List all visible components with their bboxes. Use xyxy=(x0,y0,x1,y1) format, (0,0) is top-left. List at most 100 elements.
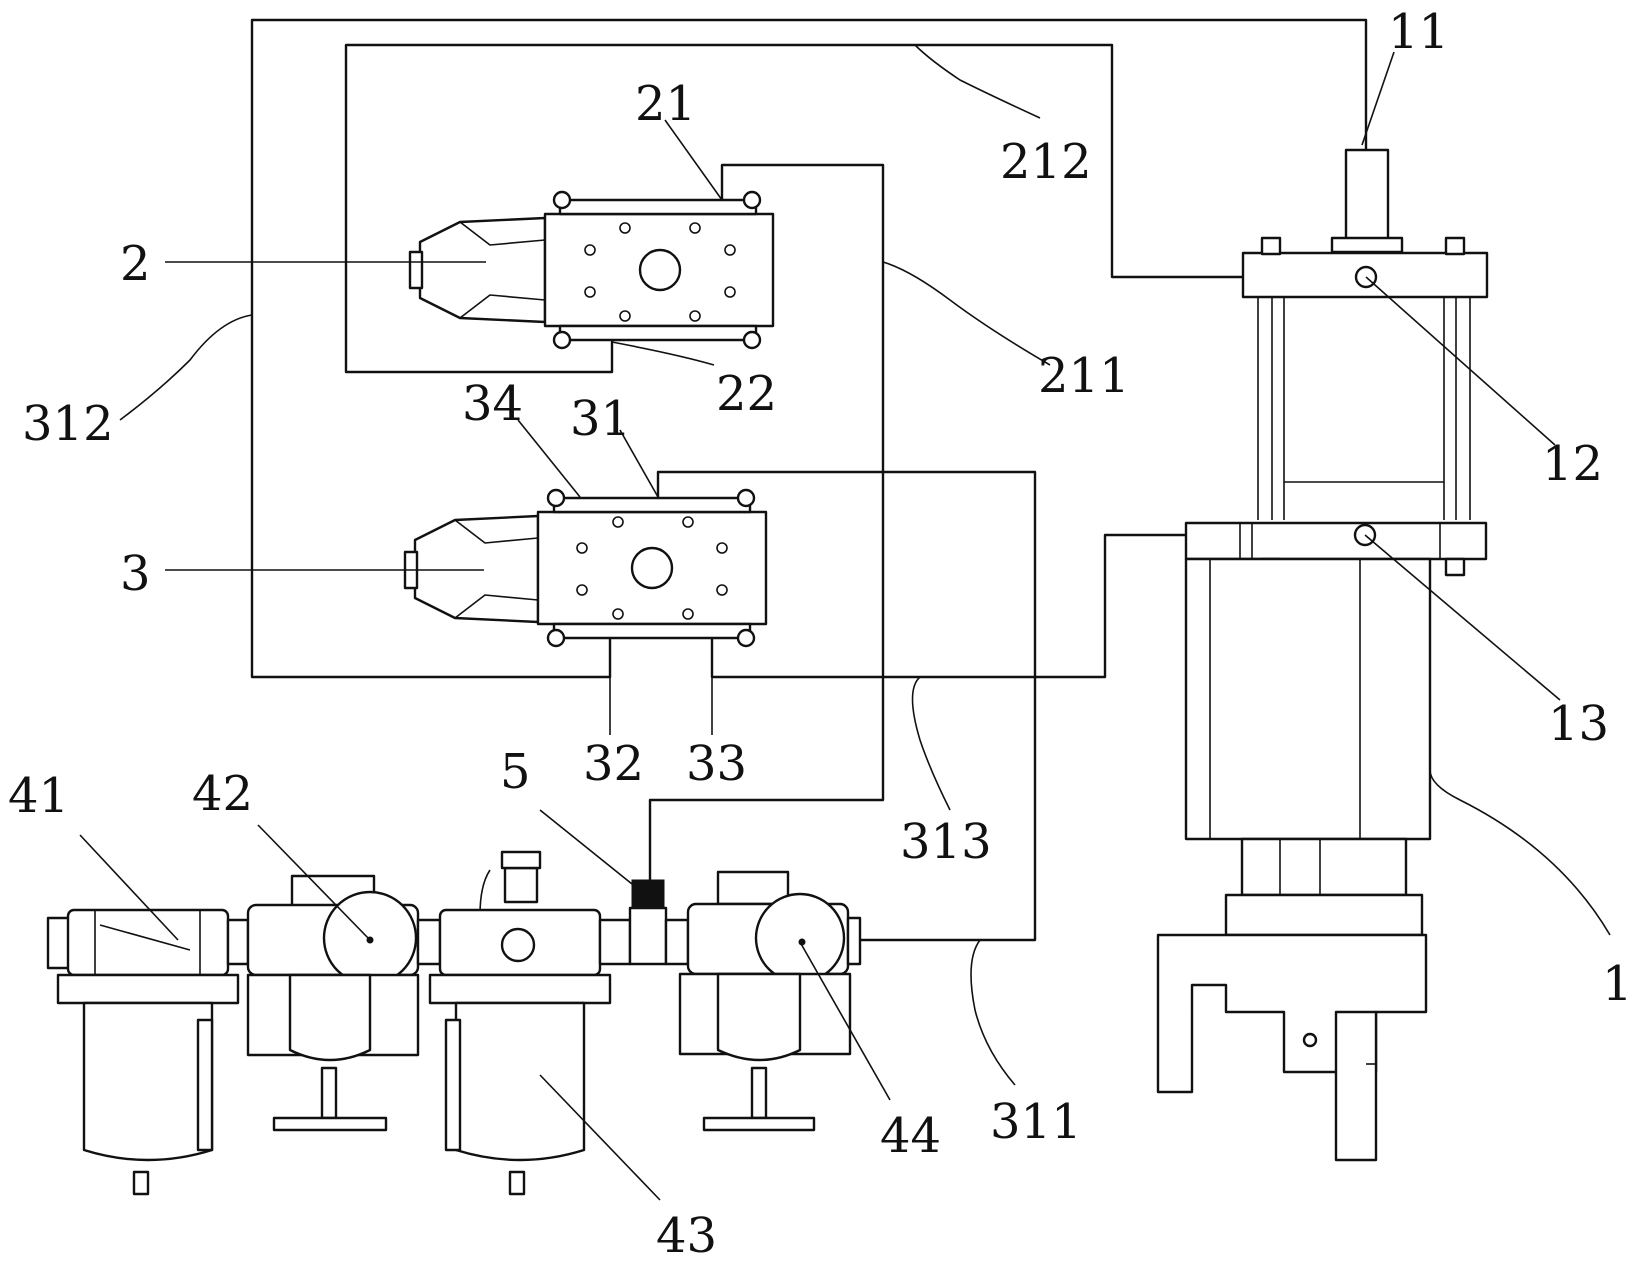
label-31: 31 xyxy=(570,391,631,447)
connector-42-43 xyxy=(418,920,440,964)
air-service-units xyxy=(48,852,860,1194)
leader-12 xyxy=(1366,277,1555,445)
leader-22 xyxy=(612,342,714,365)
label-43: 43 xyxy=(656,1208,717,1264)
valve-2-mount-br xyxy=(744,332,760,348)
label-212: 212 xyxy=(1000,134,1092,190)
valve-3-bottom-plate xyxy=(554,624,750,638)
label-12: 12 xyxy=(1542,436,1603,492)
lubricator-43-dome xyxy=(505,868,537,902)
lubricator-43-bowl xyxy=(456,1003,584,1160)
slide-block xyxy=(1226,895,1422,935)
regulator-44-knob xyxy=(704,1118,814,1130)
filter-41-bowl xyxy=(84,1003,212,1160)
leader-21 xyxy=(665,120,722,200)
lubricator-43-top xyxy=(502,852,540,868)
clamp-body xyxy=(1158,935,1426,1092)
air-line-212 xyxy=(346,45,1362,372)
label-42: 42 xyxy=(192,766,253,822)
label-2: 2 xyxy=(120,236,151,292)
piston-rod xyxy=(1346,150,1388,240)
leader-211 xyxy=(883,262,1050,365)
label-41: 41 xyxy=(8,768,69,824)
bottom-bolt-right xyxy=(1446,559,1464,575)
solenoid-valve-2 xyxy=(410,192,773,348)
lubricator-43 xyxy=(430,852,610,1194)
lubricator-43-drain xyxy=(510,1172,524,1194)
valve-2-top-plate xyxy=(560,200,756,214)
leader-212 xyxy=(915,45,1040,118)
valve-2-mount-tr xyxy=(744,192,760,208)
tee-5-body xyxy=(630,908,666,964)
lubricator-43-tube xyxy=(480,870,490,915)
top-bolt-right xyxy=(1446,238,1464,254)
label-211: 211 xyxy=(1038,348,1130,404)
label-3: 3 xyxy=(120,546,151,602)
valve-3-mount-bl xyxy=(548,630,564,646)
regulator-44-outlet xyxy=(848,918,860,964)
leader-311 xyxy=(971,940,1015,1085)
clamp-pin xyxy=(1304,1034,1316,1046)
regulator-42-body xyxy=(290,975,370,1060)
valve-3-mount-tl xyxy=(548,490,564,506)
valve-2-center-port xyxy=(640,250,680,290)
label-44: 44 xyxy=(880,1108,941,1164)
top-bolt-left xyxy=(1262,238,1280,254)
lower-guide xyxy=(1242,839,1406,895)
gauge-44 xyxy=(756,894,844,982)
bottom-end-cap xyxy=(1186,523,1486,559)
label-11: 11 xyxy=(1388,4,1449,60)
lubricator-43-window xyxy=(502,929,534,961)
valve-2-connector xyxy=(410,252,422,288)
clamp-arm xyxy=(1336,1012,1376,1160)
regulator-42 xyxy=(248,876,418,1130)
connector-5-44 xyxy=(666,920,688,964)
inlet-fitting xyxy=(48,918,70,968)
filter-41-drain xyxy=(134,1172,148,1194)
main-housing xyxy=(1186,559,1430,839)
solenoid-valve-3 xyxy=(405,490,766,646)
cylinder-assembly xyxy=(1158,150,1487,1160)
label-33: 33 xyxy=(686,736,747,792)
valve-3-mount-br xyxy=(738,630,754,646)
connector-43-5 xyxy=(600,920,630,964)
label-22: 22 xyxy=(716,366,777,422)
valve-2-mount-bl xyxy=(554,332,570,348)
filter-41 xyxy=(58,910,238,1194)
rod-collar xyxy=(1332,238,1402,252)
valve-2-coil xyxy=(420,218,545,322)
label-5: 5 xyxy=(500,744,531,800)
leader-5 xyxy=(540,810,632,884)
label-21: 21 xyxy=(635,76,696,132)
leader-1 xyxy=(1430,770,1610,935)
leader-313 xyxy=(913,677,951,810)
label-34: 34 xyxy=(462,376,523,432)
connector-41-42 xyxy=(228,920,248,964)
valve-2-bottom-plate xyxy=(560,326,756,340)
filter-41-head xyxy=(68,910,228,975)
regulator-44-stem xyxy=(752,1068,766,1118)
valve-3-mount-tr xyxy=(738,490,754,506)
label-313: 313 xyxy=(900,814,992,870)
valve-3-coil xyxy=(415,516,538,622)
valve-2-mount-tl xyxy=(554,192,570,208)
lubricator-43-sight xyxy=(446,1020,460,1150)
lubricator-43-collar xyxy=(430,975,610,1003)
valve-3-center-port xyxy=(632,548,672,588)
label-312: 312 xyxy=(22,396,114,452)
filter-41-collar xyxy=(58,975,238,1003)
filter-41-sight xyxy=(198,1020,212,1150)
regulator-42-stem xyxy=(322,1068,336,1118)
label-1: 1 xyxy=(1602,956,1633,1012)
leader-312 xyxy=(120,315,252,420)
valve-3-top-plate xyxy=(554,498,750,512)
regulator-42-knob xyxy=(274,1118,386,1130)
regulator-44-body xyxy=(718,974,800,1060)
label-13: 13 xyxy=(1548,696,1609,752)
tee-fitting-5 xyxy=(630,880,666,964)
label-311: 311 xyxy=(990,1094,1082,1150)
tee-5-branch xyxy=(632,880,664,908)
cylinder-barrel xyxy=(1258,297,1470,520)
label-32: 32 xyxy=(583,736,644,792)
